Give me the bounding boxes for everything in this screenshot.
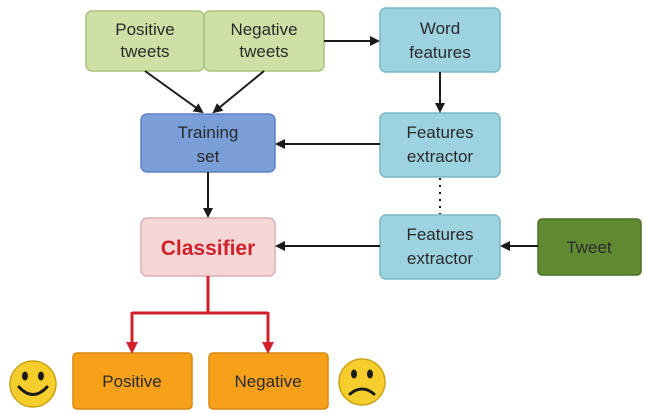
node-positive-tweets: Positive tweets: [85, 10, 205, 72]
arrow-positive-tweets-to-training: [144, 70, 204, 114]
training-set-line2: set: [197, 147, 220, 166]
red-branch-arrows: [126, 276, 274, 354]
sad-face-icon: [338, 358, 386, 406]
tweet-label: Tweet: [566, 238, 612, 257]
training-set-line1: Training: [178, 123, 239, 142]
node-classifier: Classifier: [140, 217, 276, 277]
negative-output-label: Negative: [234, 372, 301, 391]
node-negative-output: Negative: [208, 352, 329, 410]
node-tweet: Tweet: [537, 218, 642, 276]
arrow-negative-tweets-to-training: [212, 70, 265, 114]
node-word-features: Word features: [379, 7, 501, 73]
node-features-extractor-bottom: Features extractor: [379, 214, 501, 280]
features-extractor-bottom-line2: extractor: [407, 249, 473, 268]
classifier-label: Classifier: [161, 237, 256, 260]
negative-tweets-line2: tweets: [239, 42, 288, 61]
node-training-set: Training set: [140, 113, 276, 173]
smiley-face-icon: [9, 360, 57, 408]
positive-output-label: Positive: [102, 372, 162, 391]
positive-tweets-line1: Positive: [115, 20, 175, 39]
negative-tweets-line1: Negative: [230, 20, 297, 39]
features-extractor-bottom-line1: Features: [406, 225, 473, 244]
features-extractor-top-line2: extractor: [407, 147, 473, 166]
word-features-line2: features: [409, 43, 470, 62]
positive-tweets-line2: tweets: [120, 42, 169, 61]
node-positive-output: Positive: [72, 352, 193, 410]
node-negative-tweets: Negative tweets: [203, 10, 325, 72]
word-features-line1: Word: [420, 19, 460, 38]
features-extractor-top-line1: Features: [406, 123, 473, 142]
node-features-extractor-top: Features extractor: [379, 112, 501, 178]
